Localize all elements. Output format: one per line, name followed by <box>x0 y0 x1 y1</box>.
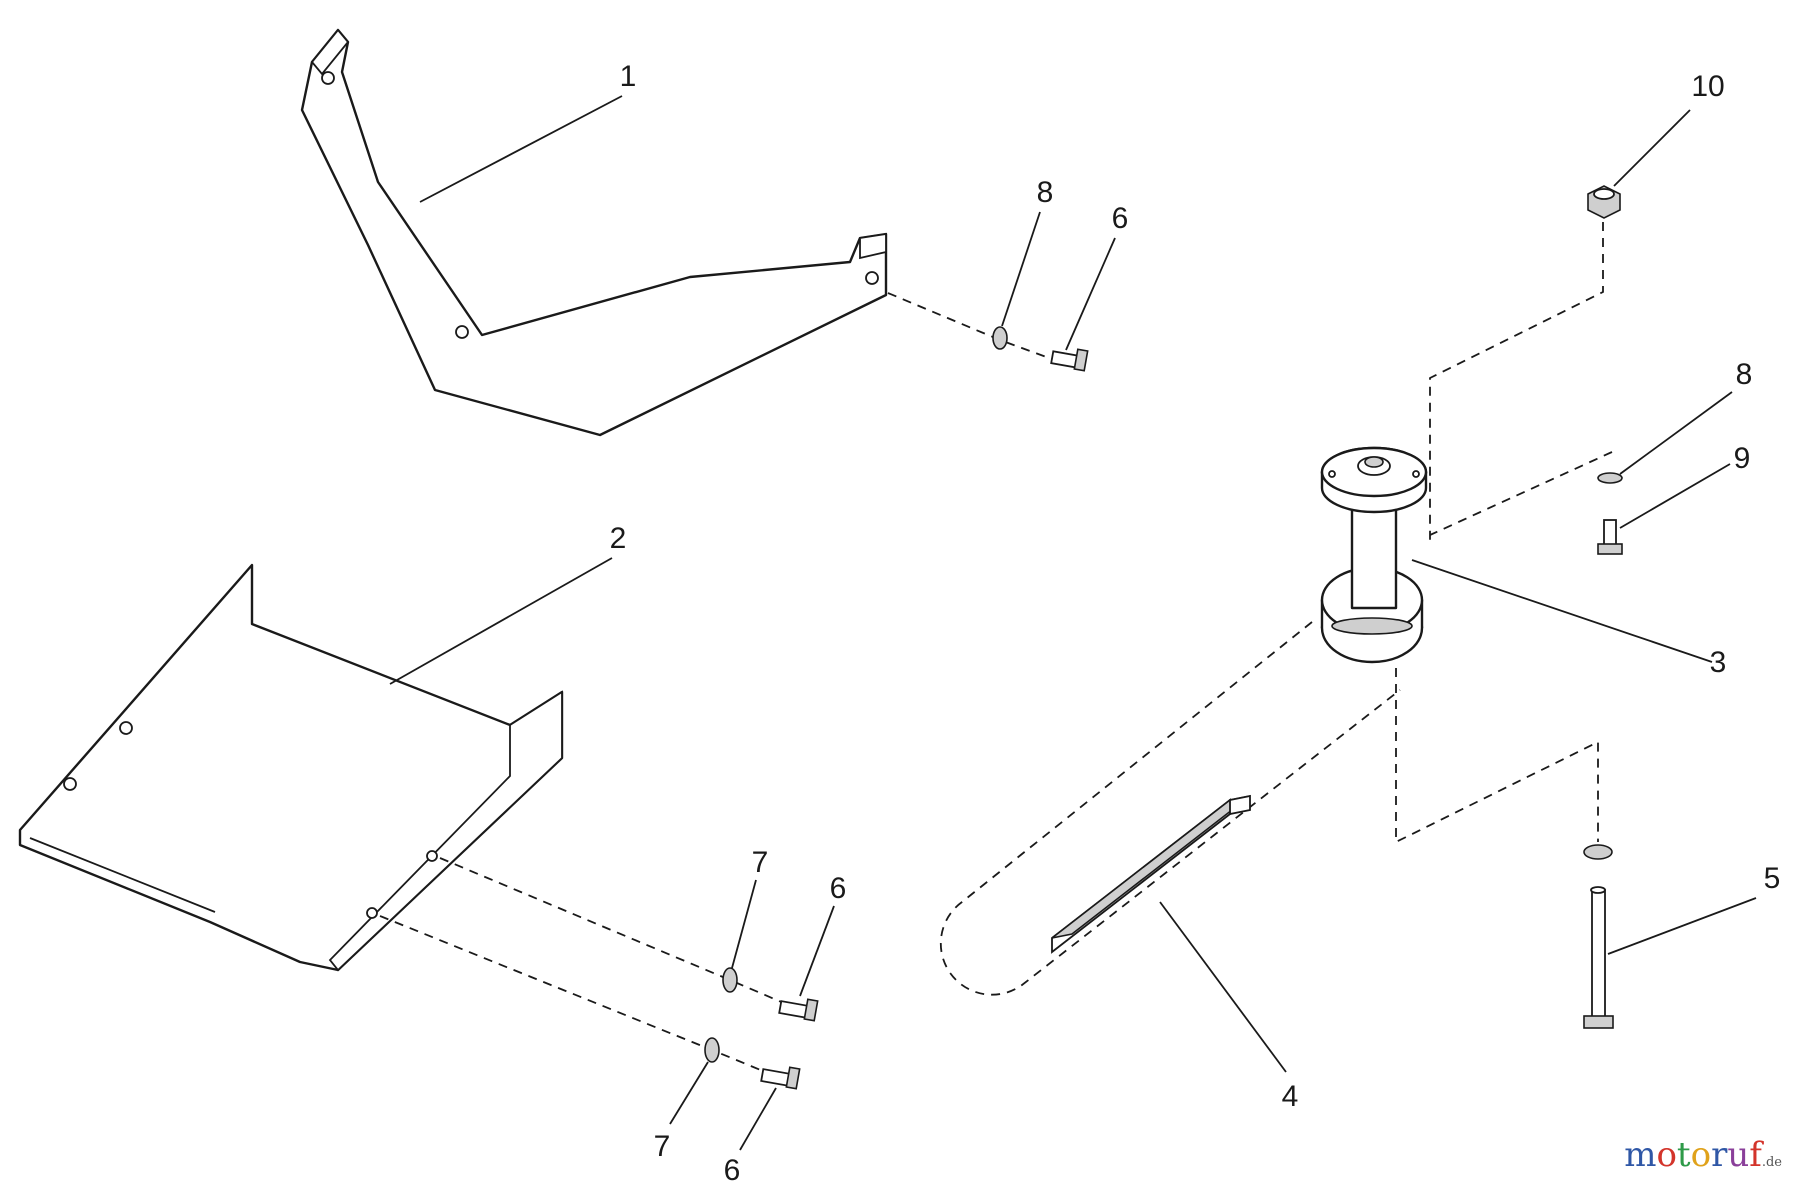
callout-6-lower: 6 <box>724 1154 741 1187</box>
nut-10 <box>1587 185 1621 219</box>
watermark-letter: u <box>1727 1135 1750 1175</box>
watermark-letter: o <box>1690 1135 1712 1175</box>
callout-9: 9 <box>1734 442 1751 475</box>
callout-5: 5 <box>1764 862 1781 895</box>
callout-4: 4 <box>1282 1080 1299 1113</box>
watermark-letter: o <box>1656 1135 1677 1175</box>
callout-7-upper: 7 <box>752 846 769 879</box>
callout-7-lower: 7 <box>654 1130 671 1163</box>
bolt-6-lower <box>760 1066 801 1090</box>
part-3-spindle <box>1320 446 1428 664</box>
washer-8-upper <box>992 326 1008 350</box>
dash-line-part2-upper <box>439 857 801 1011</box>
watermark-letter: m <box>1624 1135 1657 1175</box>
callout-6-middle: 6 <box>830 872 847 905</box>
leader-8-right <box>1619 391 1733 475</box>
callout-6-upper: 6 <box>1112 202 1129 235</box>
watermark-letter: f <box>1749 1135 1762 1175</box>
leader-10 <box>1613 109 1691 187</box>
leader-8-upper <box>1001 211 1041 327</box>
watermark-letter: t <box>1676 1135 1691 1175</box>
part-1-bracket <box>300 28 888 437</box>
leader-1 <box>419 95 623 203</box>
leader-7-upper <box>731 879 757 969</box>
dash-line-bolt-5 <box>1395 668 1599 844</box>
leader-7-lower <box>669 1061 709 1125</box>
bolt-6-middle <box>778 998 819 1022</box>
callout-1: 1 <box>620 60 637 93</box>
dash-line-part1-hardware <box>887 292 1061 363</box>
callout-2: 2 <box>610 522 627 555</box>
dash-line-bolt-9 <box>1429 451 1613 536</box>
leader-6-lower <box>739 1087 777 1151</box>
dash-line-nut-10 <box>1429 222 1604 540</box>
washer-7-upper <box>722 967 738 993</box>
leader-9 <box>1619 463 1731 529</box>
leader-6-upper <box>1065 237 1116 351</box>
part-4-arm-outline <box>939 621 1401 996</box>
watermark-tld: .de <box>1761 1155 1782 1170</box>
callout-8-right: 8 <box>1736 358 1753 391</box>
leader-4 <box>1159 901 1287 1073</box>
bolt-5 <box>1583 886 1614 1029</box>
watermark-logo: motoruf.de <box>1624 1138 1782 1172</box>
leader-2 <box>389 557 613 685</box>
callout-8-upper: 8 <box>1037 176 1054 209</box>
callout-10: 10 <box>1691 70 1724 103</box>
leader-6-middle <box>799 905 835 997</box>
watermark-letter: r <box>1711 1135 1728 1175</box>
leader-3 <box>1411 559 1713 663</box>
washer-5 <box>1583 844 1613 860</box>
part-2-plate <box>18 563 564 972</box>
leader-5 <box>1607 897 1757 955</box>
bolt-9 <box>1597 519 1623 555</box>
washer-8-right <box>1597 472 1623 484</box>
dash-line-part2-lower <box>379 915 781 1079</box>
callout-3: 3 <box>1710 646 1727 679</box>
bolt-6-upper <box>1050 348 1089 372</box>
washer-7-lower <box>704 1037 720 1063</box>
part-4-key <box>1051 794 1251 954</box>
